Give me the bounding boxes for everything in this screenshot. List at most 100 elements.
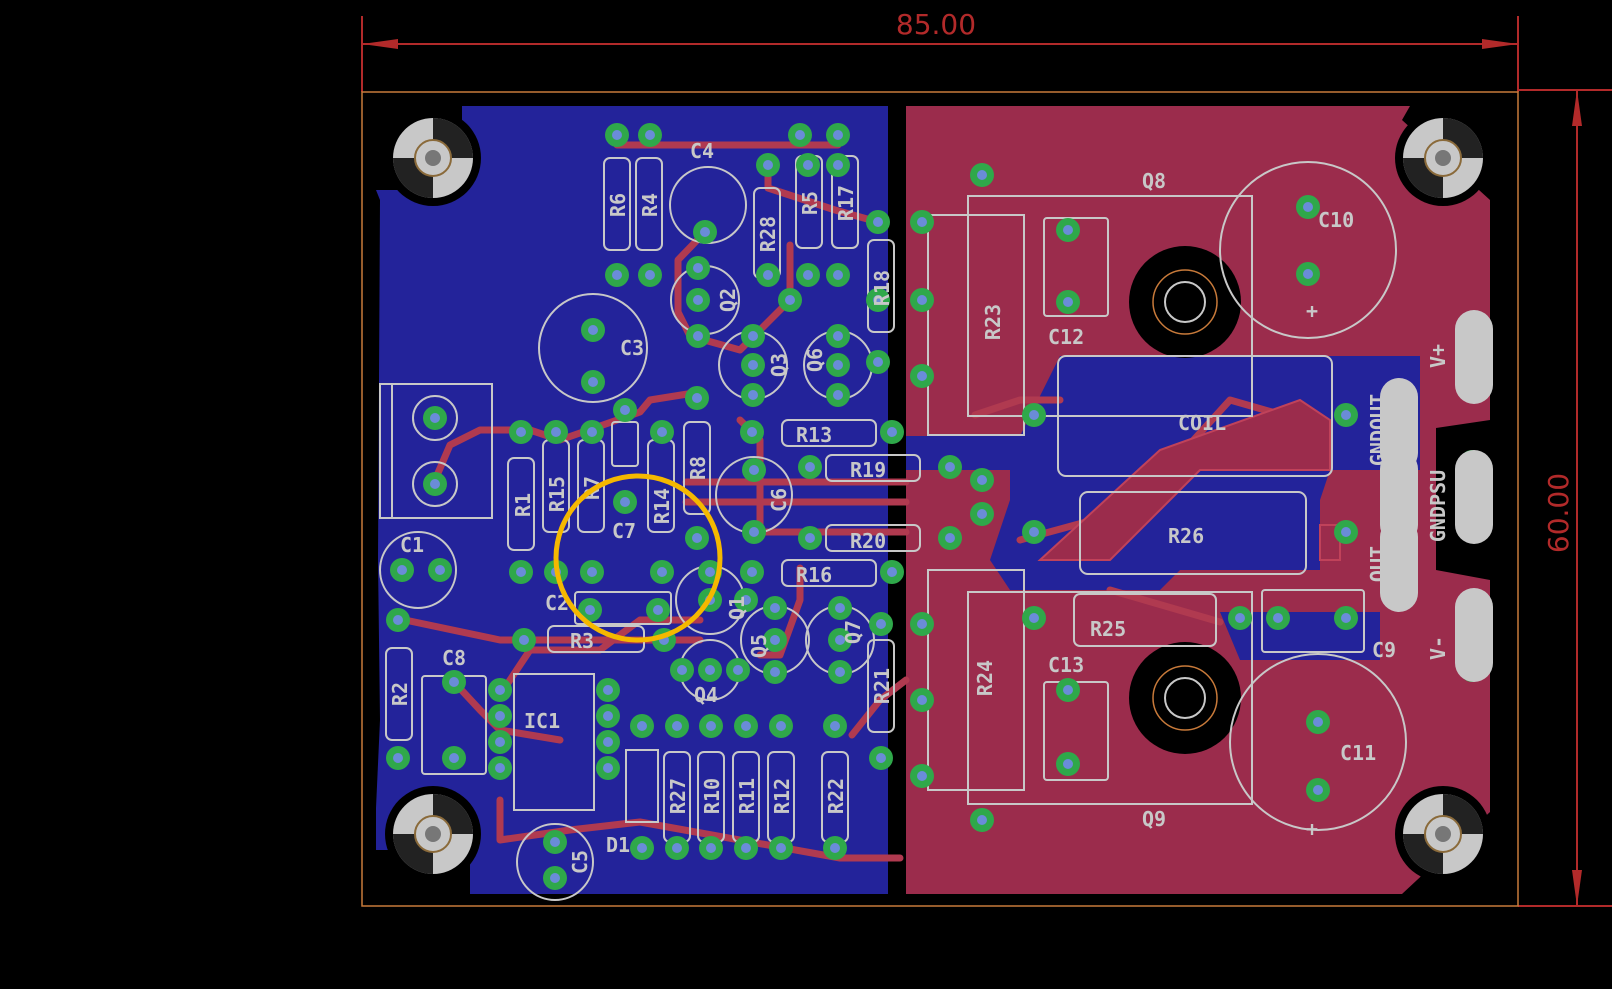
label-r4: R4 xyxy=(638,193,662,217)
pad-drill xyxy=(833,130,843,140)
pad-drill xyxy=(705,567,715,577)
label-c11: C11 xyxy=(1340,741,1376,765)
pad-drill xyxy=(449,753,459,763)
pad-drill xyxy=(1313,785,1323,795)
pad-drill xyxy=(917,295,927,305)
board-outline xyxy=(361,91,1519,907)
pad-drill xyxy=(1303,269,1313,279)
label-r10: R10 xyxy=(700,778,724,814)
label-q1: Q1 xyxy=(725,596,749,620)
pad-drill xyxy=(637,721,647,731)
label-r3: R3 xyxy=(570,629,594,653)
label-c1: C1 xyxy=(400,533,424,557)
pad-drill xyxy=(603,763,613,773)
label-c4: C4 xyxy=(690,139,714,163)
pad-drill xyxy=(805,462,815,472)
pad-drill xyxy=(435,565,445,575)
pad-drill xyxy=(733,665,743,675)
label-c9: C9 xyxy=(1372,638,1396,662)
pad-drill xyxy=(770,667,780,677)
heatsink-hole-q9 xyxy=(1129,642,1241,754)
pad-drill xyxy=(612,270,622,280)
pad-drill xyxy=(873,295,883,305)
label-r19: R19 xyxy=(850,458,886,482)
pad-drill xyxy=(1341,410,1351,420)
pad-drill xyxy=(835,603,845,613)
pad-drill xyxy=(873,357,883,367)
pad-drill xyxy=(917,217,927,227)
pad-drill xyxy=(741,595,751,605)
pad-drill xyxy=(430,479,440,489)
pad-drill xyxy=(977,509,987,519)
label-r8: R8 xyxy=(686,456,710,480)
pad-drill xyxy=(803,270,813,280)
pad-drill xyxy=(749,527,759,537)
label-q9: Q9 xyxy=(1142,807,1166,831)
mounting-hole-br xyxy=(1395,786,1491,882)
pad-drill xyxy=(977,170,987,180)
pad-drill xyxy=(645,130,655,140)
pad-drill xyxy=(830,843,840,853)
label-r11: R11 xyxy=(735,778,759,814)
pad-drill xyxy=(672,721,682,731)
pad-drill xyxy=(776,721,786,731)
pad-drill xyxy=(620,405,630,415)
pad-drill xyxy=(770,635,780,645)
pad-drill xyxy=(551,427,561,437)
label-r15: R15 xyxy=(545,476,569,512)
pad-drill xyxy=(397,565,407,575)
label-r17: R17 xyxy=(834,185,858,221)
pad-drill xyxy=(637,843,647,853)
pad-drill xyxy=(873,217,883,227)
mounting-hole-tl xyxy=(385,110,481,206)
pad-drill xyxy=(550,837,560,847)
label-r13: R13 xyxy=(796,423,832,447)
pad-drill xyxy=(692,533,702,543)
dimension-height xyxy=(1518,89,1612,907)
pad-drill xyxy=(776,843,786,853)
label-r14: R14 xyxy=(650,488,674,524)
pad-drill xyxy=(747,427,757,437)
pad-drill xyxy=(603,711,613,721)
pad-drill xyxy=(588,377,598,387)
label-r21: R21 xyxy=(870,668,894,704)
pad-drill xyxy=(1341,527,1351,537)
pad-drill xyxy=(1063,225,1073,235)
heatsink-hole-q8 xyxy=(1129,246,1241,358)
label-q5: Q5 xyxy=(747,634,771,658)
label-gndout: GNDOUT xyxy=(1366,394,1390,466)
pad-drill xyxy=(1341,613,1351,623)
label-r25: R25 xyxy=(1090,617,1126,641)
pad-drill xyxy=(495,685,505,695)
pad-drill xyxy=(588,325,598,335)
pad-drill xyxy=(1313,717,1323,727)
highlight-circle xyxy=(553,473,723,643)
width-dimension-label: 85.00 xyxy=(896,8,976,41)
pad-drill xyxy=(672,843,682,853)
pad-drill xyxy=(430,413,440,423)
pad-drill xyxy=(748,390,758,400)
label-out: OUT xyxy=(1366,546,1390,582)
label-r5: R5 xyxy=(798,191,822,215)
label-c10-plus: + xyxy=(1306,299,1318,323)
label-r28: R28 xyxy=(756,216,780,252)
pad-drill xyxy=(1029,527,1039,537)
pad-drill xyxy=(917,619,927,629)
pad-drill xyxy=(677,665,687,675)
label-r20: R20 xyxy=(850,529,886,553)
pad-drill xyxy=(706,843,716,853)
pad-drill xyxy=(449,677,459,687)
pad-drill xyxy=(917,371,927,381)
pad-drill xyxy=(1063,297,1073,307)
pad-drill xyxy=(612,130,622,140)
pad-drill xyxy=(917,695,927,705)
pad-drill xyxy=(705,665,715,675)
pad-drill xyxy=(741,721,751,731)
pad-drill xyxy=(805,533,815,543)
pad-drill xyxy=(830,721,840,731)
label-d1: D1 xyxy=(606,833,630,857)
pad-drill xyxy=(693,331,703,341)
pad-drill xyxy=(833,270,843,280)
pads xyxy=(386,123,1484,890)
pad-drill xyxy=(763,270,773,280)
